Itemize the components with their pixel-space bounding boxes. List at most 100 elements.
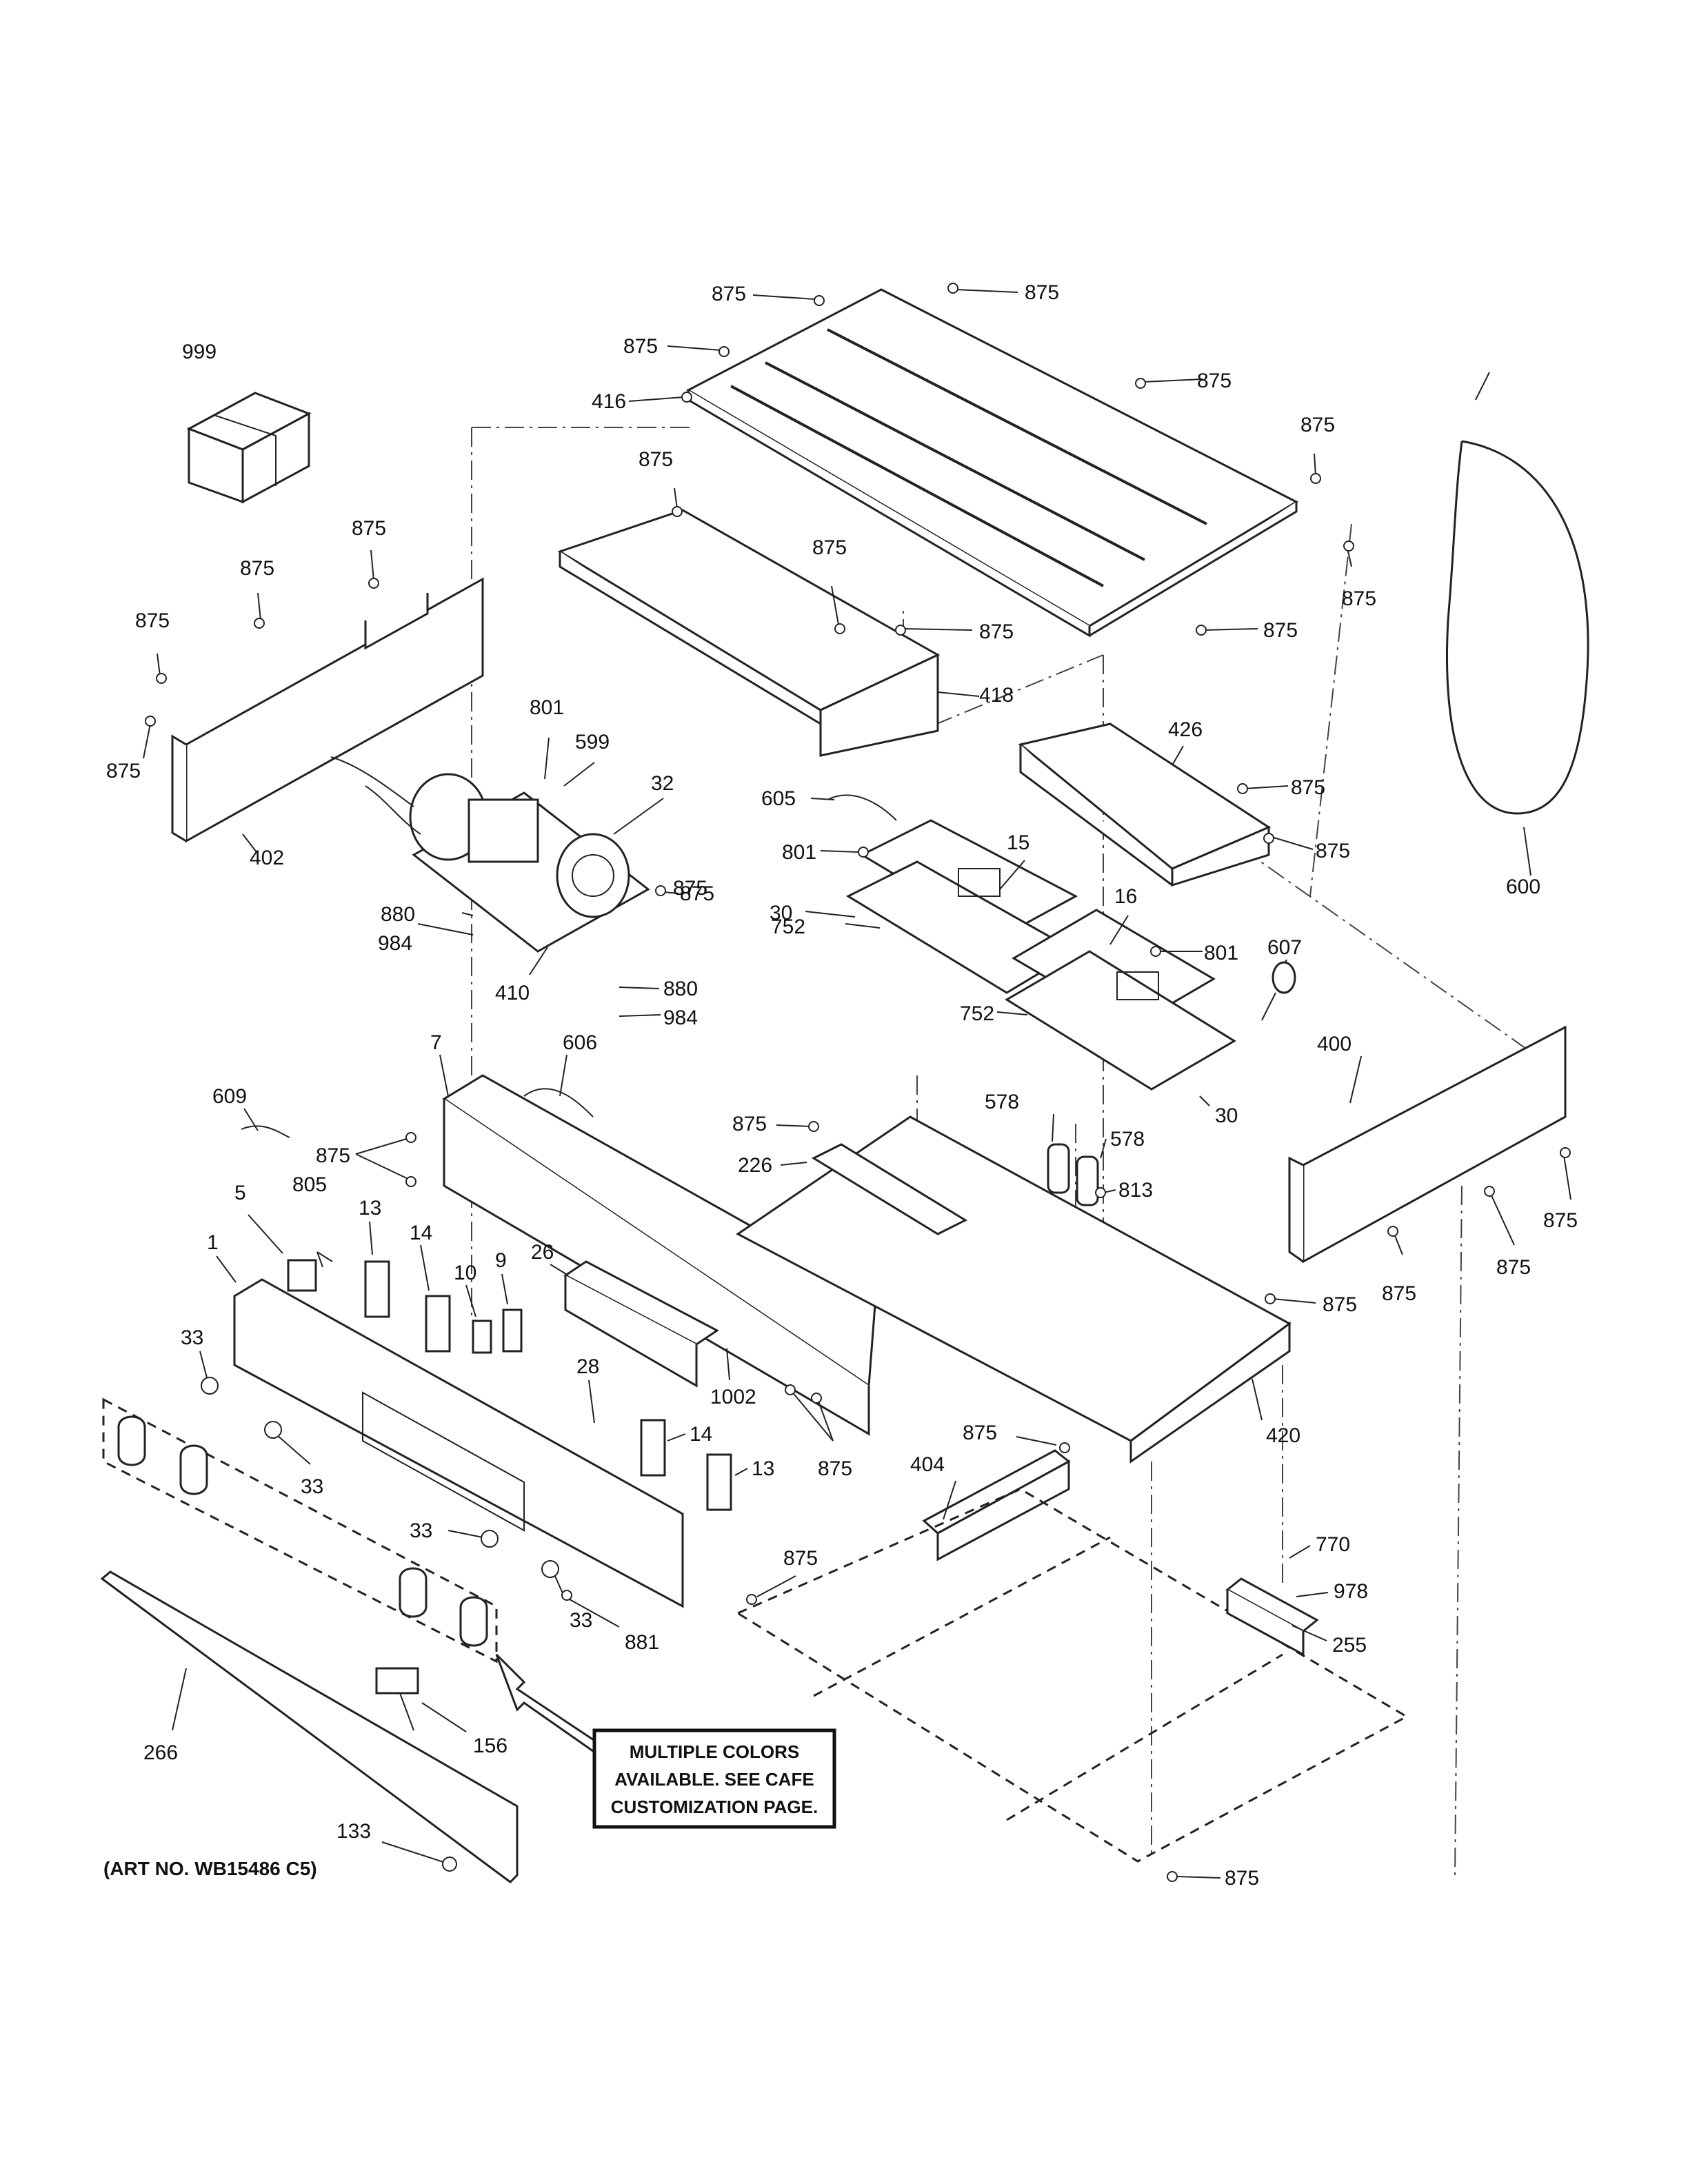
callout-13: 13 <box>359 1197 381 1220</box>
callout-14: 14 <box>410 1222 432 1244</box>
callout-600: 600 <box>1506 876 1540 898</box>
vent-cover <box>811 1143 968 1235</box>
callout-33: 33 <box>181 1326 203 1349</box>
callout-999: 999 <box>182 341 217 363</box>
left-side-panel <box>171 577 484 843</box>
callout-875: 875 <box>732 1113 767 1135</box>
callout-266: 266 <box>143 1741 178 1764</box>
callout-801: 801 <box>530 696 564 719</box>
callout-14: 14 <box>690 1423 712 1446</box>
customization-note: MULTIPLE COLORS AVAILABLE. SEE CAFE CUST… <box>592 1728 836 1829</box>
conduit-hose <box>1445 372 1589 815</box>
callout-875: 875 <box>1342 587 1376 610</box>
display-board <box>563 1260 719 1388</box>
lower-trim <box>100 1570 519 1883</box>
blower-assembly <box>330 756 650 953</box>
callout-875: 875 <box>812 536 847 559</box>
callout-599: 599 <box>575 731 610 754</box>
rear-panel <box>1288 1025 1567 1264</box>
callout-978: 978 <box>1334 1580 1368 1603</box>
callout-880: 880 <box>663 978 698 1000</box>
callout-7: 7 <box>430 1031 442 1054</box>
callout-875: 875 <box>1300 414 1335 436</box>
callout-133: 133 <box>336 1820 371 1843</box>
callout-9: 9 <box>495 1249 507 1272</box>
carton-box <box>186 392 312 504</box>
callout-400: 400 <box>1317 1033 1352 1055</box>
callout-875: 875 <box>979 620 1014 643</box>
callout-402: 402 <box>250 847 284 869</box>
callout-5: 5 <box>234 1182 246 1204</box>
callout-410: 410 <box>495 982 530 1004</box>
callout-875: 875 <box>1025 281 1059 304</box>
callout-875: 875 <box>963 1422 997 1444</box>
callout-875: 875 <box>316 1144 350 1167</box>
switches <box>287 1259 732 1511</box>
callout-226: 226 <box>738 1154 772 1177</box>
callout-880: 880 <box>381 903 415 926</box>
callout-875: 875 <box>639 448 673 471</box>
callout-984: 984 <box>378 932 412 955</box>
callout-984: 984 <box>663 1007 698 1029</box>
callout-33: 33 <box>301 1475 323 1498</box>
callout-15: 15 <box>1007 831 1029 854</box>
callout-875: 875 <box>1197 370 1232 392</box>
callout-875: 875 <box>1316 840 1350 862</box>
callout-752: 752 <box>771 916 805 938</box>
callout-875: 875 <box>623 335 658 358</box>
callout-28: 28 <box>576 1355 599 1378</box>
terminal-block <box>1225 1577 1319 1657</box>
connector-609 <box>241 1125 290 1138</box>
callout-875: 875 <box>818 1457 852 1480</box>
note-arrow <box>495 1653 602 1752</box>
callout-875: 875 <box>1543 1209 1578 1232</box>
callout-770: 770 <box>1316 1533 1350 1556</box>
upper-cover <box>557 509 941 757</box>
callout-805: 805 <box>292 1173 327 1196</box>
callout-875: 875 <box>680 882 714 905</box>
callout-875: 875 <box>783 1547 818 1570</box>
wire-harnesses <box>523 794 897 1118</box>
control-bracket <box>1018 722 1272 887</box>
callout-875: 875 <box>106 760 141 782</box>
callout-404: 404 <box>910 1453 945 1476</box>
callout-416: 416 <box>592 390 626 413</box>
control-boards <box>845 819 1236 1091</box>
callout-875: 875 <box>1291 776 1325 799</box>
callout-607: 607 <box>1267 936 1302 959</box>
callout-32: 32 <box>651 772 674 795</box>
callout-875: 875 <box>1225 1867 1259 1890</box>
top-panel <box>685 288 1299 638</box>
callout-875: 875 <box>673 877 707 900</box>
callout-881: 881 <box>625 1631 659 1654</box>
callout-labels: 999 875 875 875 875 875 875 416 875 875 … <box>106 281 1578 1890</box>
callout-875: 875 <box>352 517 386 540</box>
callout-10: 10 <box>454 1262 476 1284</box>
callout-875: 875 <box>1382 1282 1416 1305</box>
sensor-607 <box>1261 961 1296 1021</box>
callout-418: 418 <box>979 684 1014 707</box>
callout-30: 30 <box>1215 1104 1238 1127</box>
callout-156: 156 <box>473 1735 508 1757</box>
knob-group <box>102 1397 498 1664</box>
callout-1: 1 <box>207 1231 219 1254</box>
callout-578: 578 <box>985 1091 1019 1113</box>
callout-875: 875 <box>240 557 274 580</box>
callout-605: 605 <box>761 787 796 810</box>
screw-markers <box>145 283 1571 1882</box>
leader-lines <box>143 289 1571 1879</box>
part-404 <box>922 1449 1071 1561</box>
callout-801: 801 <box>782 841 816 864</box>
note-line-1: MULTIPLE COLORS <box>630 1741 800 1762</box>
callout-26: 26 <box>531 1241 554 1264</box>
capacitors <box>1047 1143 1099 1206</box>
callout-609: 609 <box>212 1085 247 1108</box>
callout-801: 801 <box>1204 942 1238 964</box>
callout-875: 875 <box>135 609 170 632</box>
callout-875: 875 <box>1323 1293 1357 1316</box>
callout-1002: 1002 <box>710 1386 756 1408</box>
callout-30: 30 <box>770 902 792 924</box>
callout-16: 16 <box>1114 885 1137 908</box>
part-156 <box>375 1667 419 1731</box>
